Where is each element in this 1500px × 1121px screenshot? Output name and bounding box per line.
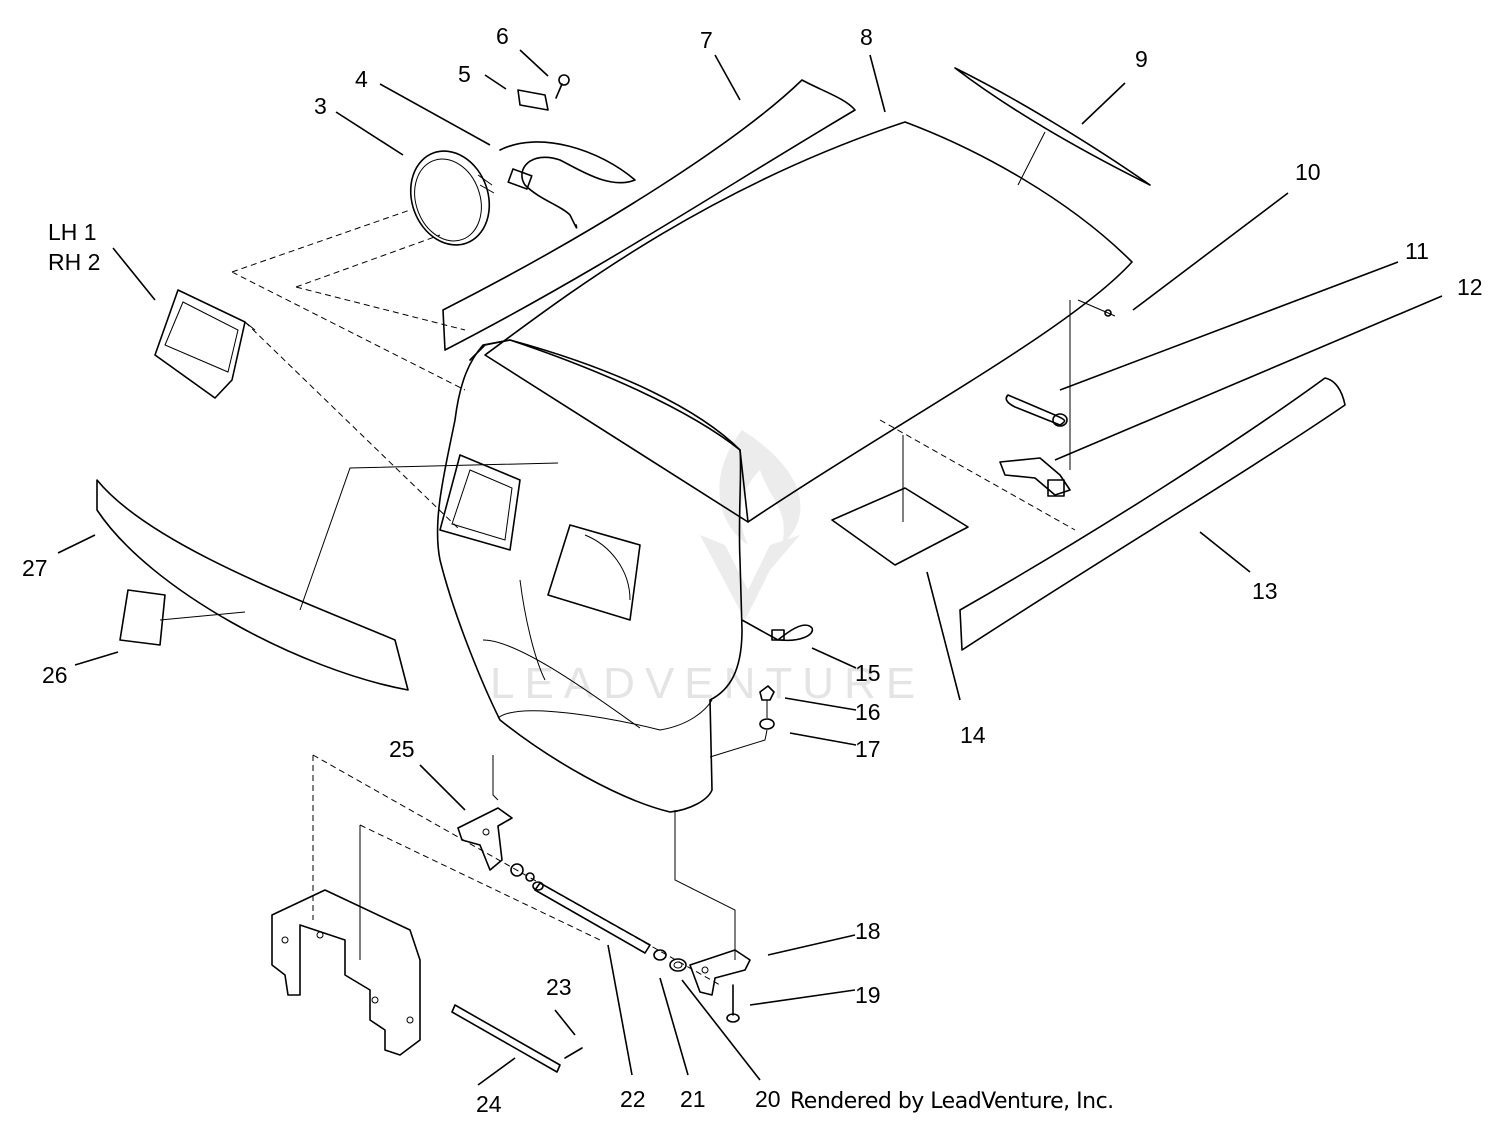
callout-27: 27 (22, 555, 48, 581)
front-emblem (119, 589, 166, 646)
rendered-by-credit: Rendered by LeadVenture, Inc. (790, 1089, 1114, 1114)
headlight-lens (409, 150, 495, 246)
callout-25: 25 (389, 736, 415, 762)
callout-labels: LH 1 RH 2 3 4 5 6 7 8 9 10 11 12 13 14 1… (22, 23, 1483, 1117)
right-hinge-bracket (689, 949, 751, 996)
hood-front-shroud (436, 339, 743, 813)
callout-9: 9 (1135, 46, 1148, 72)
callout-10: 10 (1295, 159, 1321, 185)
rubber-bumper (1005, 394, 1068, 427)
right-hood-decal (959, 377, 1346, 651)
callout-23: 23 (546, 974, 572, 1000)
callout-lh-1: LH 1 (48, 219, 97, 245)
callout-8: 8 (860, 24, 873, 50)
callout-20: 20 (755, 1086, 781, 1112)
square-decal (831, 487, 969, 566)
headlight-housing (154, 289, 256, 399)
left-hinge-bracket (457, 807, 513, 871)
hinge-rod (451, 1004, 561, 1073)
light-bracket (517, 89, 549, 111)
callout-21: 21 (680, 1086, 706, 1112)
callout-15: 15 (855, 660, 881, 686)
callout-11: 11 (1405, 238, 1429, 264)
callout-3: 3 (314, 93, 327, 119)
hood-pin-fastener (1069, 299, 1116, 470)
pivot-shaft (510, 863, 651, 954)
cotter-pin (564, 1047, 583, 1059)
callout-16: 16 (855, 699, 881, 725)
callout-12: 12 (1457, 274, 1483, 300)
front-bumper-strip (96, 479, 409, 691)
latch-assembly (999, 457, 1071, 497)
callout-4: 4 (355, 66, 368, 92)
callout-7: 7 (700, 27, 713, 53)
callout-17: 17 (855, 736, 881, 762)
callout-13: 13 (1252, 578, 1278, 604)
callout-24: 24 (476, 1091, 502, 1117)
callout-19: 19 (855, 982, 881, 1008)
callout-26: 26 (42, 662, 68, 688)
bracket-screw (555, 74, 570, 99)
hinge-bolt (726, 984, 740, 1023)
watermark-text: LEADVENTURE (490, 659, 925, 708)
callout-14: 14 (960, 722, 986, 748)
flame-logo-watermark (700, 430, 801, 620)
callout-6: 6 (496, 23, 509, 49)
wiring-harness (499, 141, 636, 229)
leader-lines (57, 49, 1443, 1086)
callout-5: 5 (458, 61, 471, 87)
hex-nut (759, 685, 775, 701)
flat-washer (759, 718, 775, 730)
left-hood-decal (442, 79, 856, 351)
hood-panel (469, 121, 1133, 523)
callout-22: 22 (620, 1086, 646, 1112)
callout-rh-2: RH 2 (48, 249, 100, 275)
pivot-washer (653, 949, 667, 961)
cable-tie (741, 619, 814, 642)
frame-mount-bracket (271, 889, 421, 1056)
top-stripe-decal (954, 67, 1151, 186)
callout-18: 18 (855, 918, 881, 944)
pivot-locknut (669, 958, 687, 972)
